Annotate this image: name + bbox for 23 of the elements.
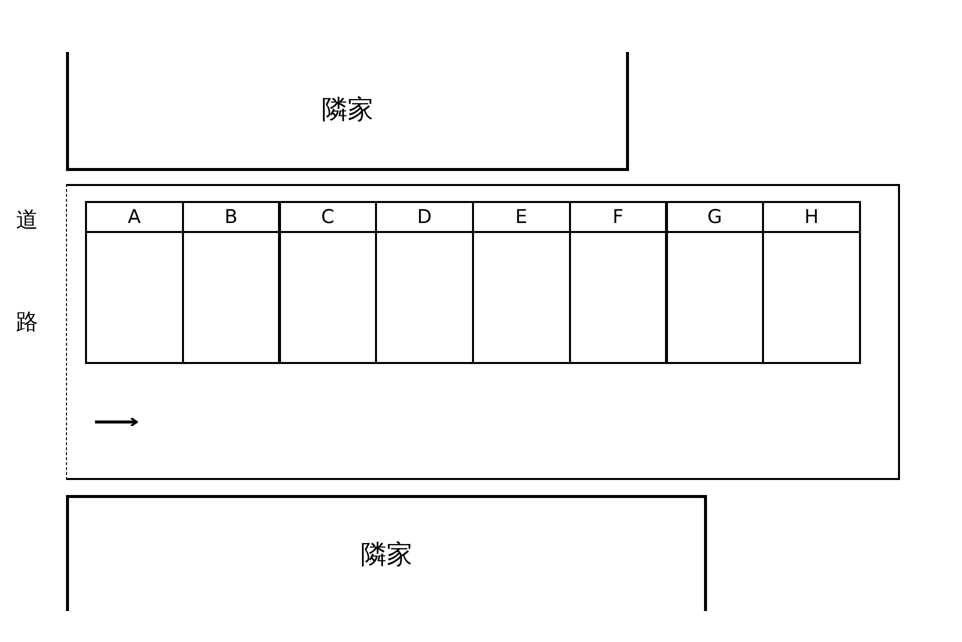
- parking-space: [85, 201, 184, 364]
- road-label: 道: [16, 210, 38, 232]
- parking-space: [568, 201, 668, 364]
- house-label: 隣家: [360, 542, 412, 568]
- parking-space: [375, 201, 474, 364]
- parking-space: [278, 201, 377, 364]
- parking-space: [472, 201, 570, 364]
- parking-space: [762, 201, 861, 364]
- space-letter: E: [474, 203, 568, 233]
- house-label: 隣家: [322, 97, 374, 123]
- road-label: 路: [16, 312, 38, 334]
- space-letter: B: [184, 203, 278, 233]
- space-letter: D: [377, 203, 472, 233]
- space-letter: A: [87, 203, 182, 233]
- parking-space: [182, 201, 280, 364]
- space-letter: C: [280, 203, 375, 233]
- neighbor-house: [66, 495, 707, 611]
- space-letter: H: [764, 203, 859, 233]
- parking-lot-area: [66, 184, 900, 480]
- neighbor-house: [66, 52, 629, 171]
- space-letter: F: [570, 203, 666, 233]
- parking-space: [666, 201, 764, 364]
- space-letter: G: [668, 203, 762, 233]
